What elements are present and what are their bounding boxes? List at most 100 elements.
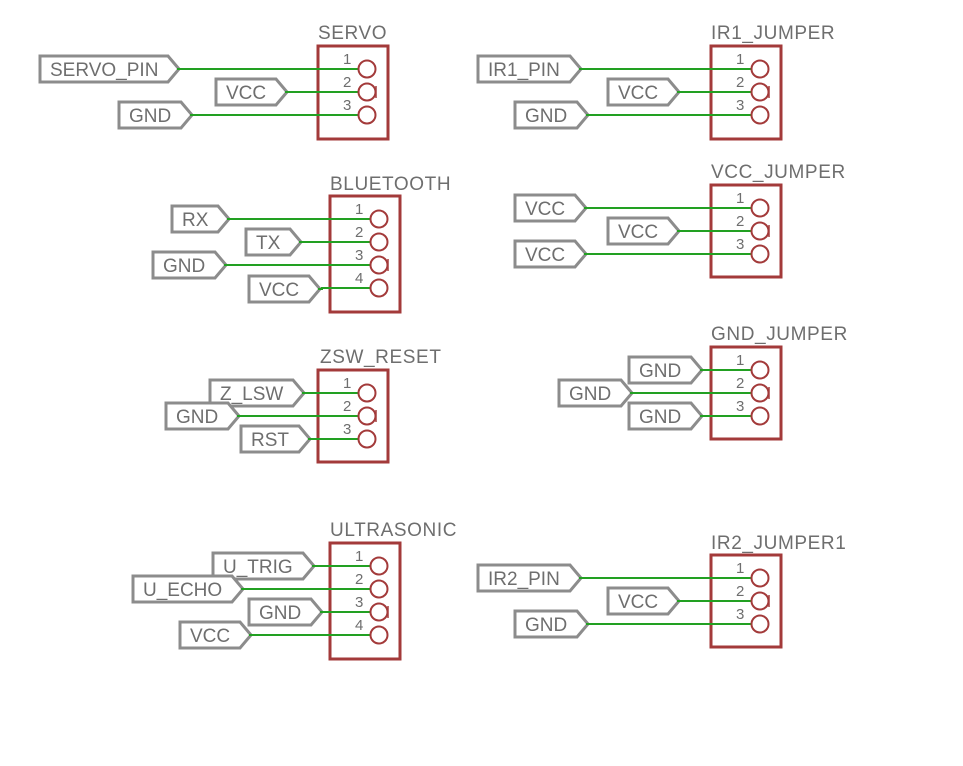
net-label-text: VCC [226,83,266,104]
net-label-flag [606,586,681,616]
net-label-text: GND [129,106,171,127]
net-label-flag [164,401,241,431]
pin-contact [750,614,770,634]
connector-title: VCC_JUMPER [711,162,846,183]
pin-contact [357,383,377,403]
connector-title: IR2_JUMPER1 [711,533,846,554]
net-label-flag [117,100,194,130]
pin-number: 3 [355,594,363,611]
pin-contact [357,429,377,449]
net-label-text: VCC [525,245,565,266]
net-label-text: GND [525,106,567,127]
connector-title: ZSW_RESET [320,347,442,368]
net-label-flag [247,274,322,304]
pin-number: 1 [736,560,744,577]
net-label-flag [38,54,181,84]
net-label-text: IR2_PIN [488,569,560,590]
net-label-text: VCC [190,626,230,647]
pin-number: 3 [736,606,744,623]
pin-number: 1 [355,201,363,218]
pin-number: 2 [736,213,744,230]
net-label-flag [476,563,583,593]
pin-contact [357,105,377,125]
net-label-flag [513,100,590,130]
net-label-flag [178,620,253,650]
pin-number: 2 [736,583,744,600]
net-label-text: GND [163,256,205,277]
pin-contact [369,579,389,599]
connector-body [328,194,402,314]
pin-contact [750,383,770,403]
connector-title: ULTRASONIC [330,520,457,541]
connector-title: IR1_JUMPER [711,23,835,44]
pin-contact [369,556,389,576]
net-label-text: VCC [525,199,565,220]
net-label-text: TX [256,233,281,254]
net-label-text: VCC [618,592,658,613]
pin-contact [750,591,770,611]
net-label-flag [170,204,231,234]
pin-number: 3 [736,97,744,114]
connector-title: SERVO [318,23,387,44]
pin-contact [369,255,389,275]
net-label-flag [151,250,228,280]
pin-contact [357,406,377,426]
net-label-text: GND [569,384,611,405]
pin-number: 1 [355,548,363,565]
net-label-text: Z_LSW [220,384,283,405]
pin-contact [750,244,770,264]
net-label-flag [513,193,588,223]
pin-contact [750,105,770,125]
pin-contact [369,232,389,252]
pin-number: 3 [343,97,351,114]
net-label-text: IR1_PIN [488,60,560,81]
net-label-text: GND [639,407,681,428]
pin-number: 4 [355,270,363,287]
net-label-text: SERVO_PIN [50,60,158,81]
pin-number: 1 [736,190,744,207]
net-label-flag [214,77,289,107]
pin-contact [357,82,377,102]
pin-number: 3 [736,398,744,415]
net-label-text: GND [639,361,681,382]
pin-contact [750,221,770,241]
connector-title: GND_JUMPER [711,324,848,345]
net-label-flag [557,378,634,408]
net-label-text: U_TRIG [223,557,293,578]
net-label-flag [131,574,245,604]
pin-number: 1 [736,51,744,68]
pin-contact [369,625,389,645]
net-label-text: U_ECHO [143,580,222,601]
pin-contact [750,360,770,380]
net-label-flag [627,401,704,431]
net-label-flag [247,597,324,627]
net-label-text: RST [251,430,289,451]
wire [318,287,370,290]
pin-number: 2 [736,375,744,392]
net-label-flag [513,239,588,269]
net-label-flag [244,227,303,257]
pin-number: 3 [343,421,351,438]
pin-number: 1 [343,51,351,68]
pin-number: 4 [355,617,363,634]
pin-contact [357,59,377,79]
pin-number: 3 [736,236,744,253]
pin-number: 2 [355,224,363,241]
pin-number: 2 [355,571,363,588]
net-label-text: VCC [618,222,658,243]
pin-number: 1 [343,375,351,392]
net-label-text: VCC [259,280,299,301]
pin-contact [750,198,770,218]
connector-title: BLUETOOTH [330,174,451,195]
net-label-text: GND [176,407,218,428]
net-label-flag [239,424,312,454]
net-label-text: GND [525,615,567,636]
net-label-flag [606,216,681,246]
pin-number: 1 [736,352,744,369]
net-label-flag [513,609,590,639]
